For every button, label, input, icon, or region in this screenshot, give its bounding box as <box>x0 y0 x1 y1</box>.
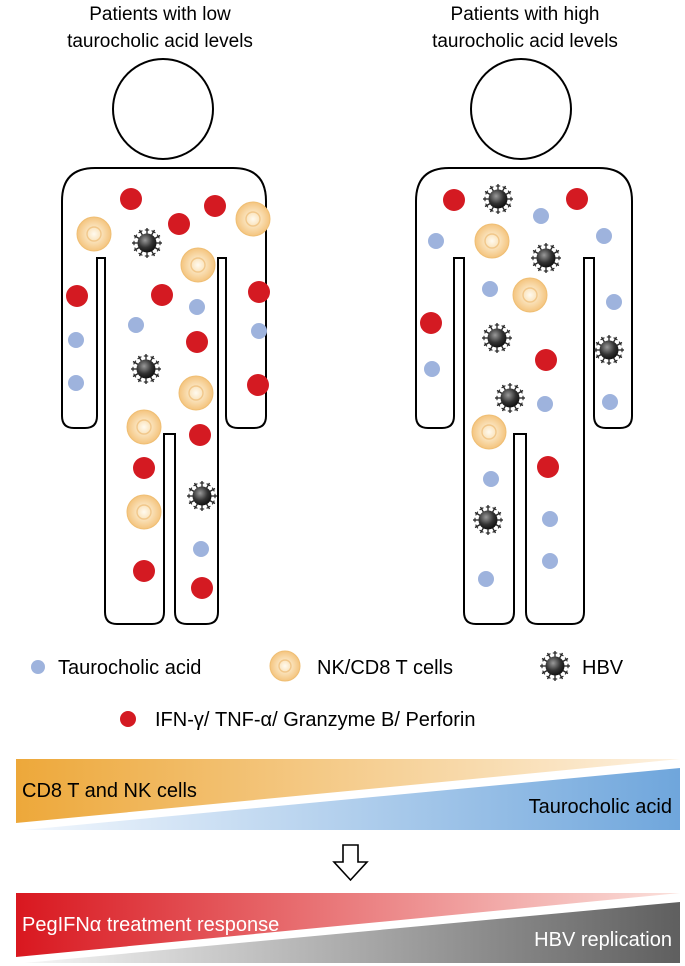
taurocholic-acid-dot <box>596 228 612 244</box>
legend-taurocholic-acid-label: Taurocholic acid <box>58 657 201 679</box>
taurocholic-acid-dot <box>251 323 267 339</box>
right-panel-title-line2: taurocholic acid levels <box>432 31 618 52</box>
nk-cd8-cell <box>180 247 216 283</box>
hbv-virus-icon <box>531 243 561 273</box>
cytokine-cell <box>443 189 465 211</box>
bottom-gradient-bar: PegIFNα treatment response HBV replicati… <box>16 893 680 963</box>
orange-wedge <box>16 759 680 823</box>
grey-wedge <box>24 902 680 963</box>
cytokine-cell <box>535 349 557 371</box>
legend-hbv-label: HBV <box>582 657 624 679</box>
legend-nk-cd8-label: NK/CD8 T cells <box>317 657 453 679</box>
legend-taurocholic-acid-dot <box>31 660 45 674</box>
hbv-virus-icon <box>187 481 217 511</box>
cytokine-cell <box>189 424 211 446</box>
hbv-legend-virus-icon <box>540 651 570 681</box>
hbv-virus-icon <box>131 354 161 384</box>
cytokine-cell <box>151 284 173 306</box>
hbv-virus-icon <box>473 505 503 535</box>
taurocholic-acid-dot <box>428 233 444 249</box>
cytokine-cell <box>191 577 213 599</box>
cytokine-cell <box>186 331 208 353</box>
hbv-virus-icon <box>483 184 513 214</box>
taurocholic-acid-dot <box>478 571 494 587</box>
taurocholic-acid-dot <box>128 317 144 333</box>
cytokine-cell <box>66 285 88 307</box>
left-head <box>112 58 214 160</box>
left-human-silhouette <box>61 58 267 625</box>
top-gradient-bar: CD8 T and NK cells Taurocholic acid <box>16 759 680 830</box>
nk-cd8-cell <box>76 216 112 252</box>
taurocholic-acid-dot <box>533 208 549 224</box>
cytokine-cell <box>133 457 155 479</box>
right-head <box>470 58 572 160</box>
legend-cytokine-label: IFN-γ/ TNF-α/ Granzyme B/ Perforin <box>155 709 476 731</box>
left-body-outline <box>61 167 267 625</box>
nk-cd8-cell <box>235 201 271 237</box>
cytokine-cell <box>248 281 270 303</box>
taurocholic-acid-dot <box>537 396 553 412</box>
right-human-silhouette <box>415 58 633 625</box>
taurocholic-acid-dot <box>68 332 84 348</box>
legend-nk-cd8-icon <box>269 650 301 682</box>
legend: Taurocholic acid NK/CD8 T cells HBV IFN-… <box>31 650 624 731</box>
taurocholic-acid-dot <box>542 511 558 527</box>
left-panel-title-line2: taurocholic acid levels <box>67 31 253 52</box>
right-panel-title-line1: Patients with high <box>451 4 600 25</box>
taurocholic-acid-dot <box>602 394 618 410</box>
cytokine-cell <box>168 213 190 235</box>
down-arrow-icon <box>332 844 369 882</box>
nk-cd8-cell <box>474 223 510 259</box>
nk-cd8-cell <box>512 277 548 313</box>
taurocholic-gradient-label: Taurocholic acid <box>529 796 672 818</box>
taurocholic-acid-dot <box>189 299 205 315</box>
hbv-virus-icon <box>594 335 624 365</box>
right-body-outline <box>415 167 633 625</box>
hbv-virus-icon <box>132 228 162 258</box>
cytokine-cell <box>247 374 269 396</box>
taurocholic-acid-dot <box>193 541 209 557</box>
nk-cd8-cell <box>126 409 162 445</box>
left-panel-title-line1: Patients with low <box>89 4 231 25</box>
legend-cytokine-dot <box>120 711 136 727</box>
pegifn-gradient-label: PegIFNα treatment response <box>22 914 279 936</box>
cytokine-cell <box>420 312 442 334</box>
cytokine-cell <box>120 188 142 210</box>
cytokine-cell <box>204 195 226 217</box>
red-wedge <box>16 893 680 957</box>
taurocholic-acid-dot <box>68 375 84 391</box>
taurocholic-acid-dot <box>482 281 498 297</box>
taurocholic-acid-dot <box>424 361 440 377</box>
taurocholic-acid-dot <box>606 294 622 310</box>
cd8-nk-gradient-label: CD8 T and NK cells <box>22 780 197 802</box>
nk-cd8-cell <box>471 414 507 450</box>
nk-cd8-cell <box>178 375 214 411</box>
particle-layer <box>66 184 624 599</box>
hbv-virus-icon <box>482 323 512 353</box>
legend-hbv-icon <box>540 651 570 681</box>
hbv-replication-gradient-label: HBV replication <box>534 929 672 951</box>
taurocholic-acid-dot <box>542 553 558 569</box>
hbv-virus-icon <box>495 383 525 413</box>
nk-cd8-cell <box>126 494 162 530</box>
cytokine-cell <box>537 456 559 478</box>
blue-wedge <box>24 768 680 830</box>
taurocholic-acid-dot <box>483 471 499 487</box>
cytokine-cell <box>566 188 588 210</box>
cytokine-cell <box>133 560 155 582</box>
